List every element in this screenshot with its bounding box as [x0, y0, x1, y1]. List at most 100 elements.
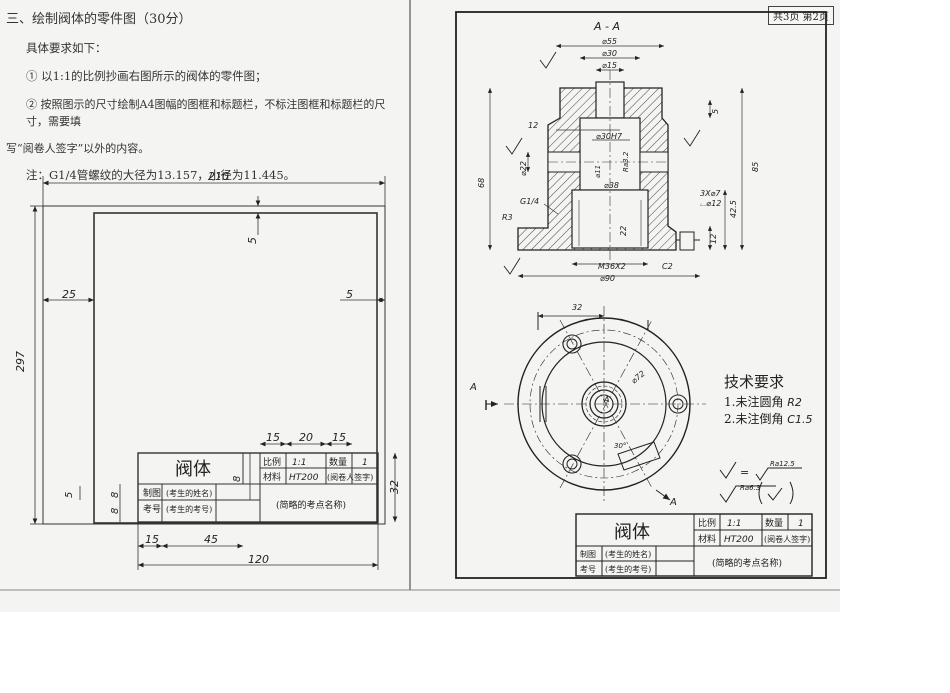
instruction-heading: 三、绘制阀体的零件图（30分）	[6, 12, 192, 27]
dim-tb-32: 32	[388, 480, 401, 494]
dim-tb-15b: 15	[332, 431, 346, 444]
tb-drawn-label: 制图	[143, 487, 161, 499]
rtb-scale-label: 比例	[698, 517, 716, 529]
instruction-note: 注：G1/4管螺纹的大径为13.157，小径为11.445。	[26, 167, 296, 182]
tb-scale-value: 1:1	[292, 458, 306, 468]
dim-tb-8a: 8	[232, 476, 243, 482]
section-arrow-a-bottom: A	[669, 497, 677, 508]
rtb-scale-value: 1:1	[727, 519, 741, 529]
dim-ra32: Ra3.2	[622, 151, 630, 172]
tech-title: 技术要求	[724, 373, 785, 391]
tech-item-2-text: 2.未注倒角	[724, 412, 784, 427]
dim-d72: ⌀72	[630, 369, 647, 386]
drawing-sheet: 三、绘制阀体的零件图（30分） 具体要求如下： ① 以1:1的比例抄画右图所示的…	[0, 0, 840, 612]
tb-qty-label: 数量	[329, 456, 347, 468]
tb-exam-label: 考号	[143, 504, 161, 515]
rtb-material-label: 材料	[698, 533, 716, 545]
tech-item-1: 1.未注圆角 R2	[724, 394, 812, 411]
dim-c2: C2	[662, 262, 673, 271]
tb-scale-label: 比例	[263, 456, 281, 468]
dim-tb-15a: 15	[266, 431, 280, 444]
ra6-3: Ra6.3	[740, 484, 760, 492]
rtb-signer: (阅卷人签字)	[764, 534, 810, 544]
dim-22: 22	[619, 226, 628, 236]
tb-drawn-value: (考生的姓名)	[166, 488, 212, 498]
section-arrow-a-left: A	[469, 382, 477, 393]
tech-item-1-text: 1.未注圆角	[724, 394, 784, 409]
dim-5: 5	[711, 109, 720, 114]
dim-42-5: 42.5	[729, 200, 738, 218]
dim-25: 25	[62, 288, 76, 301]
tb-signer: (阅卷人签字)	[327, 472, 373, 482]
dim-tb-15c: 15	[145, 533, 159, 546]
instructions: 三、绘制阀体的零件图（30分） 具体要求如下： ① 以1:1的比例抄画右图所示的…	[6, 10, 406, 185]
instruction-item-2-cont: 写“阅卷人签字”以外的内容。	[6, 141, 150, 155]
dim-32: 32	[572, 303, 582, 312]
section-view	[517, 70, 700, 262]
tech-item-1-value: R2	[787, 395, 802, 409]
rtb-drawn-label: 制图	[580, 549, 596, 559]
label-r3: R3	[502, 213, 513, 222]
tb-qty-value: 1	[362, 458, 368, 468]
dim-12b: 12	[709, 234, 718, 244]
dim-d22: ⌀22	[519, 161, 528, 176]
dim-d11: ⌀11	[594, 165, 602, 178]
frame-dimensions	[30, 176, 398, 570]
tb-exam-value: (考生的考号)	[166, 504, 212, 514]
equals-sign: =	[740, 466, 749, 479]
dim-85: 85	[751, 162, 760, 172]
section-title: A - A	[593, 20, 620, 33]
right-title-block	[575, 513, 813, 577]
tb-material-label: 材料	[263, 471, 281, 483]
tech-item-2-value: C1.5	[787, 413, 813, 427]
rtb-qty-label: 数量	[765, 517, 783, 529]
dim-297: 297	[14, 351, 27, 372]
dim-tb-20: 20	[299, 431, 313, 444]
dim-m36: M36X2	[598, 262, 626, 271]
dim-d90: ⌀90	[600, 274, 615, 283]
drawing-border	[455, 11, 827, 579]
dim-d30h7: ⌀30H7	[596, 132, 623, 141]
rtb-material-value: HT200	[724, 535, 754, 545]
drawing-svg: 210 297 25 5 5 15 20 15 15 45 120 32 8 8…	[0, 0, 840, 591]
dim-tb-5: 5	[64, 492, 75, 498]
tech-item-2: 2.未注倒角 C1.5	[724, 411, 812, 428]
rtb-part-name: 阀体	[614, 522, 650, 543]
rtb-school: (简略的考点名称)	[712, 557, 782, 569]
rtb-exam-label: 考号	[580, 565, 596, 574]
dim-tb-8c: 8	[110, 508, 121, 514]
rtb-qty-value: 1	[798, 519, 804, 529]
dim-30deg: 30°	[614, 442, 626, 450]
instruction-item-2: ② 按照图示的尺寸绘制A4图幅的图框和标题栏，不标注图框和标题栏的尺寸，需要填	[26, 97, 386, 128]
ra12-5: Ra12.5	[770, 460, 795, 468]
roughness-marks	[503, 51, 701, 275]
tb-school: (简略的考点名称)	[276, 499, 346, 511]
page-counter: 共3页 第2页	[768, 6, 834, 25]
label-g14: G1/4	[520, 197, 539, 206]
dim-d15: ⌀15	[602, 61, 617, 70]
section-dimensions	[487, 43, 745, 279]
dim-5-top: 5	[246, 237, 259, 244]
dim-tb-120: 120	[248, 553, 269, 566]
rtb-exam-value: (考生的考号)	[605, 564, 651, 574]
dim-d38: ⌀38	[604, 181, 619, 190]
instruction-item-1: ① 以1:1的比例抄画右图所示的阀体的零件图；	[26, 68, 267, 83]
technical-requirements: 技术要求 1.未注圆角 R2 2.未注倒角 C1.5	[724, 372, 812, 429]
dim-d55: ⌀55	[602, 37, 617, 46]
dim-d30: ⌀30	[602, 49, 617, 58]
label-counterbore: ⌴⌀12	[700, 199, 721, 208]
dim-12a: 12	[528, 121, 538, 130]
tb-part-name: 阀体	[175, 459, 211, 480]
dim-tb-45: 45	[204, 533, 218, 546]
top-view	[485, 306, 706, 502]
dim-5-right: 5	[346, 288, 353, 301]
dim-210: 210	[208, 170, 229, 183]
frame-template	[42, 205, 386, 525]
dim-tb-8b: 8	[110, 492, 121, 498]
roughness-legend	[719, 461, 802, 505]
section-center-a: A	[603, 395, 609, 404]
label-3x7: 3X⌀7	[700, 189, 721, 198]
dim-68: 68	[477, 178, 486, 188]
rtb-drawn-value: (考生的姓名)	[605, 549, 651, 559]
tb-material-value: HT200	[289, 473, 319, 483]
